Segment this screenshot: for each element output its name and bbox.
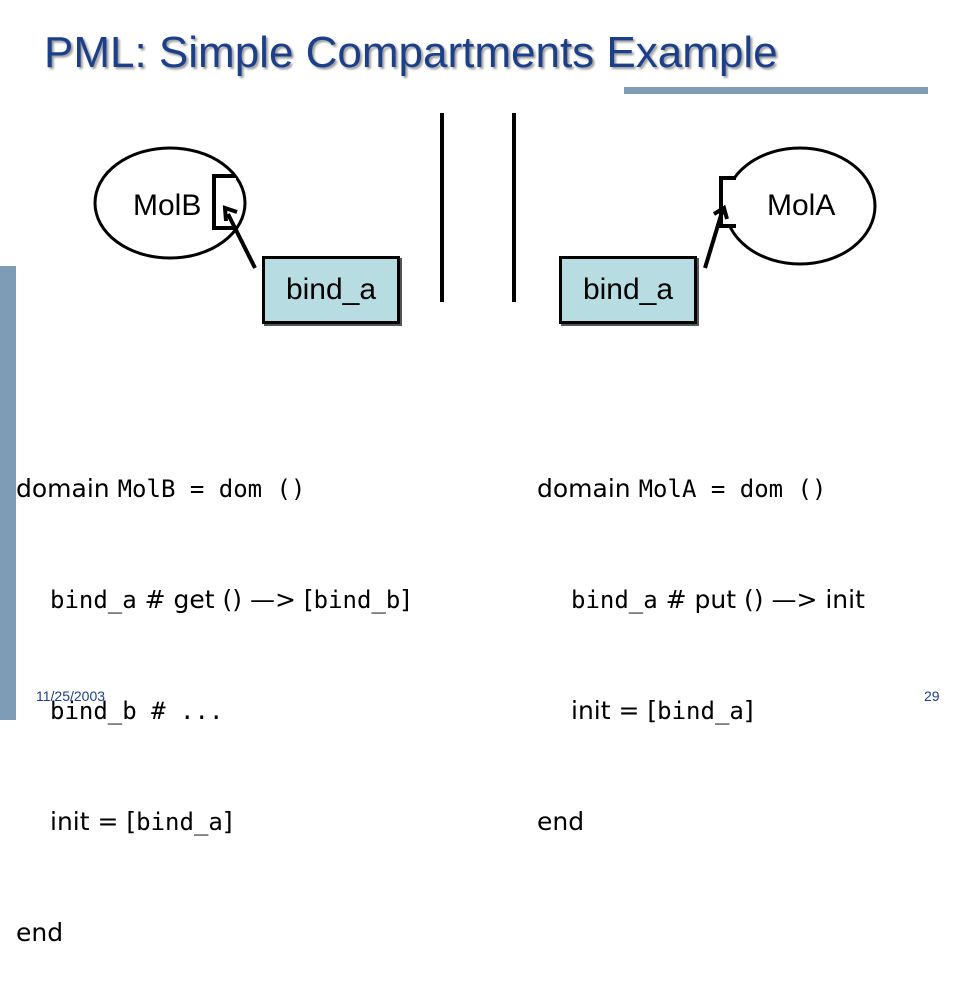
left-accent-bar bbox=[0, 266, 16, 720]
code-text: ] bbox=[743, 696, 754, 725]
left-arrow-line bbox=[226, 213, 257, 269]
compartment-diagram: MolB MolA bbox=[93, 113, 877, 302]
code-keyword: domain bbox=[16, 474, 110, 503]
code-text: # get () —> [ bbox=[136, 585, 314, 614]
mola-binding-site bbox=[719, 176, 736, 228]
code-line: end bbox=[537, 803, 865, 840]
title-accent-bar bbox=[624, 87, 928, 94]
code-text: = dom () bbox=[175, 475, 306, 503]
molb-label: MolB bbox=[133, 189, 201, 222]
code-text: # put () —> init bbox=[657, 585, 865, 614]
code-keyword: domain bbox=[537, 474, 631, 503]
molb-ellipse bbox=[93, 146, 247, 260]
code-line: domain MolB = dom () bbox=[16, 470, 410, 507]
code-line: bind_a # get () —> [bind_b] bbox=[16, 581, 410, 618]
code-text: = dom () bbox=[696, 475, 827, 503]
code-text: ] bbox=[400, 585, 411, 614]
footer-page-number: 29 bbox=[924, 688, 940, 704]
code-line: init = [bind_a] bbox=[537, 692, 865, 729]
right-arrow-head bbox=[712, 204, 729, 220]
slide-title: PML: Simple Compartments Example bbox=[44, 28, 778, 77]
code-line: domain MolA = dom () bbox=[537, 470, 865, 507]
code-site: bind_a bbox=[571, 586, 658, 614]
code-line: init = [bind_a] bbox=[16, 803, 410, 840]
code-site: bind_b bbox=[313, 586, 401, 614]
code-line: bind_a # put () —> init bbox=[537, 581, 865, 618]
right-arrow-line bbox=[703, 211, 724, 269]
code-site: bind_a bbox=[50, 586, 137, 614]
code-site: bind_a bbox=[136, 808, 223, 836]
code-keyword: end bbox=[16, 918, 64, 947]
code-text: ] bbox=[222, 807, 233, 836]
code-block-mola: domain MolA = dom () bind_a # put () —> … bbox=[537, 396, 865, 877]
code-site: bind_a bbox=[657, 697, 744, 725]
left-bind-box: bind_a bbox=[262, 256, 400, 324]
code-domain-name: MolB bbox=[117, 475, 176, 503]
code-text: # ... bbox=[136, 697, 224, 725]
code-text: init = [ bbox=[50, 807, 137, 836]
code-line: end bbox=[16, 914, 410, 951]
mola-label: MolA bbox=[767, 189, 835, 222]
left-arrow-head bbox=[222, 205, 238, 222]
right-bind-box: bind_a bbox=[559, 256, 697, 324]
code-domain-name: MolA bbox=[638, 475, 697, 503]
footer-date: 11/25/2003 bbox=[36, 688, 106, 704]
code-keyword: end bbox=[537, 807, 585, 836]
code-text: init = [ bbox=[571, 696, 658, 725]
